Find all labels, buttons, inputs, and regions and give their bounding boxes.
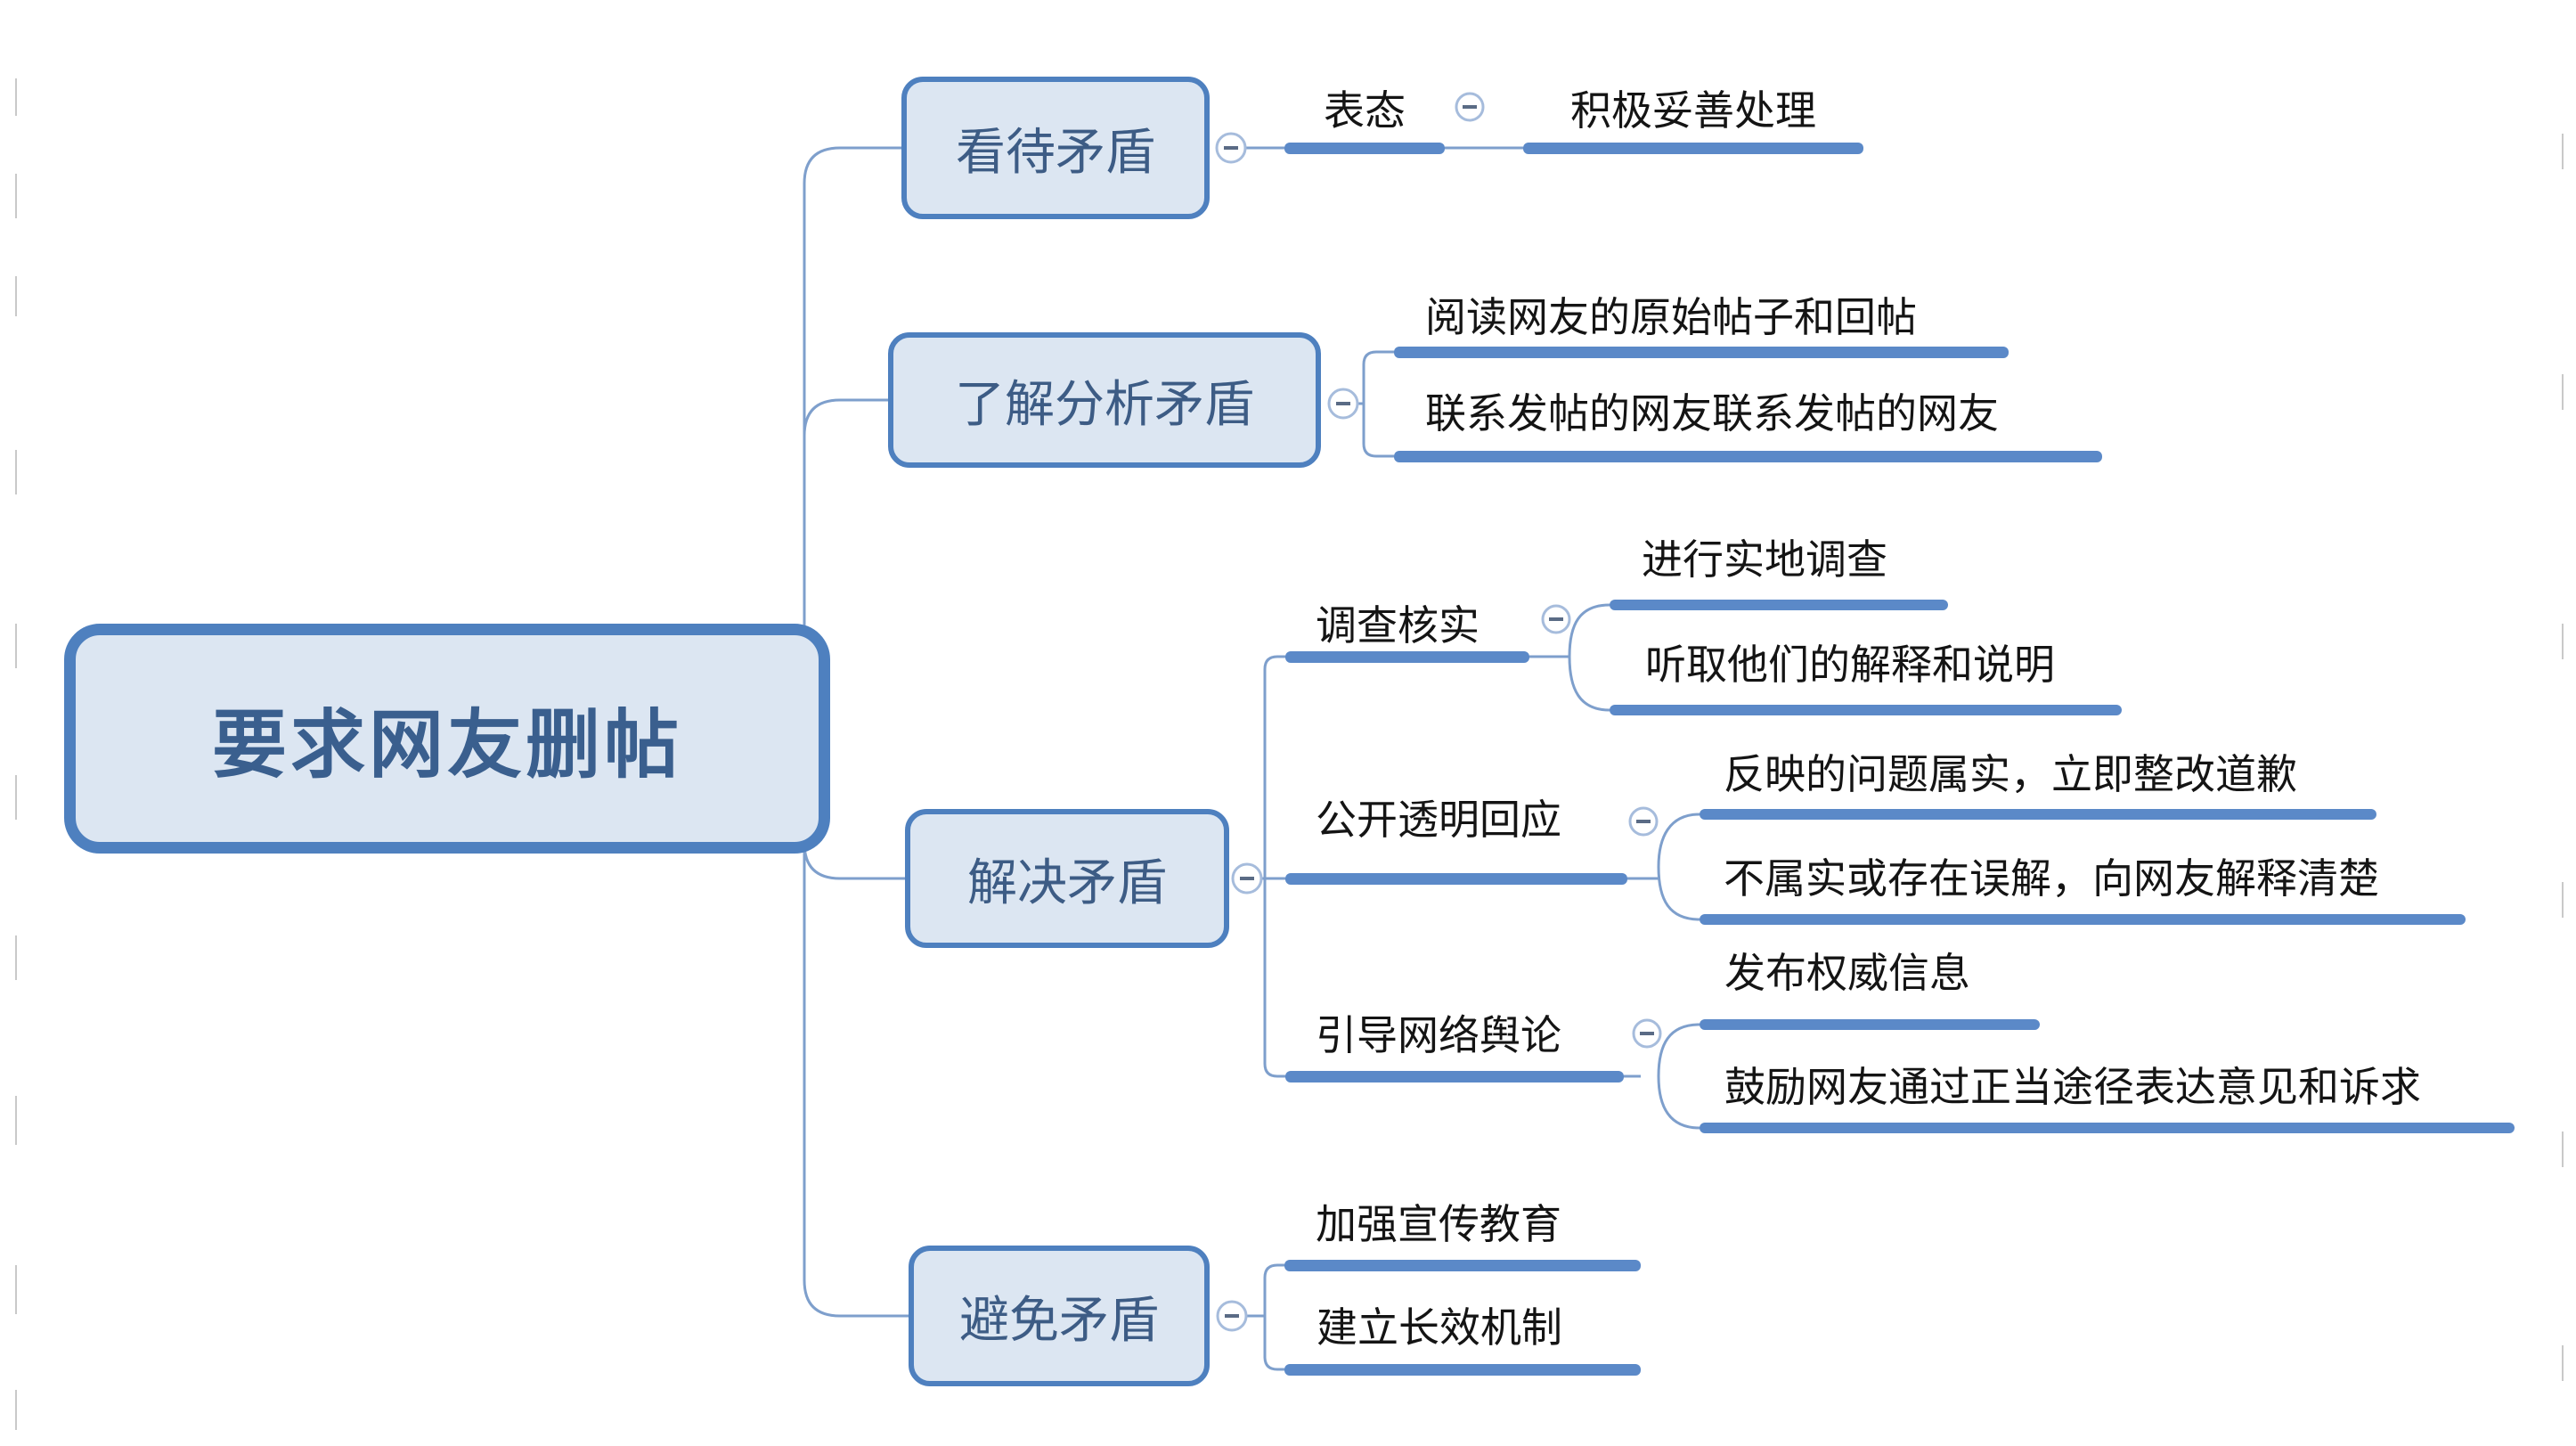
bracket-branch-4 — [1263, 1263, 1284, 1371]
topic-yuedu-tiezi[interactable]: 阅读网友的原始帖子和回帖 — [1425, 294, 1917, 340]
topic-guli-zhengdang-tujing[interactable]: 鼓励网友通过正当途径表达意见和诉求 — [1724, 1064, 2421, 1110]
collapse-toggle-jiejue[interactable] — [1231, 862, 1263, 895]
topic-lianxi-wangyou[interactable]: 联系发帖的网友联系发帖的网友 — [1425, 390, 1999, 437]
topic-diaocha-heshi[interactable]: 调查核实 — [1316, 602, 1480, 649]
underline-tingqu — [1610, 705, 2122, 715]
trunk-elbow-branch-3 — [803, 842, 905, 880]
collapse-toggles — [1215, 92, 1662, 1332]
topic-jianli-jizhi[interactable]: 建立长效机制 — [1317, 1304, 1562, 1351]
underline-jianli — [1284, 1364, 1641, 1376]
underline-jiaqiang — [1284, 1260, 1641, 1271]
underline-fabu — [1700, 1019, 2040, 1030]
topic-jiaqiang-xuanchuan[interactable]: 加强宣传教育 — [1316, 1201, 1561, 1247]
branch-node-liaojie-fenxi-maodun[interactable]: 了解分析矛盾 — [888, 332, 1321, 468]
brace-gongkai-children — [1657, 813, 1700, 921]
topic-biaotai[interactable]: 表态 — [1324, 87, 1406, 134]
branch-node-bimian-maodun[interactable]: 避免矛盾 — [909, 1246, 1210, 1386]
underline-gongkai — [1285, 873, 1627, 885]
root-node[interactable]: 要求网友删帖 — [64, 624, 830, 854]
topic-gongkai-touming-huiying[interactable]: 公开透明回应 — [1316, 797, 1561, 843]
trunk-elbow-branch-2 — [803, 398, 888, 437]
topic-fanying-shushi[interactable]: 反映的问题属实，立即整改道歉 — [1724, 751, 2297, 797]
collapse-toggle-bimian[interactable] — [1216, 1300, 1248, 1332]
underline-jiji-chuli — [1523, 143, 1863, 154]
topic-shidi-diaocha[interactable]: 进行实地调查 — [1642, 536, 1887, 583]
topic-jiji-tuoshan-chuli[interactable]: 积极妥善处理 — [1570, 87, 1816, 134]
brace-diaocha-children — [1568, 603, 1610, 712]
collapse-toggle-liaojie[interactable] — [1327, 388, 1359, 420]
collapse-toggle-gongkai[interactable] — [1628, 806, 1659, 837]
trunk-elbow-branch-4 — [803, 1279, 909, 1318]
underline-bushushi — [1700, 914, 2466, 925]
underline-guli — [1700, 1123, 2515, 1133]
branch-node-kandai-maodun[interactable]: 看待矛盾 — [901, 77, 1210, 219]
collapse-toggle-biaotai[interactable] — [1455, 92, 1485, 122]
topic-tingqu-jieshi[interactable]: 听取他们的解释和说明 — [1645, 641, 2055, 688]
brace-yindao-children — [1657, 1023, 1700, 1130]
underline-biaotai — [1284, 143, 1445, 154]
bracket-branch-2 — [1362, 350, 1394, 458]
trunk-elbow-branch-1 — [803, 146, 901, 184]
underline-yuedu — [1394, 347, 2009, 358]
underline-lianxi — [1394, 451, 2102, 462]
edge-artifacts — [15, 78, 2564, 1430]
collapse-toggle-yindao[interactable] — [1632, 1018, 1662, 1049]
topic-fabu-quanwei-xinxi[interactable]: 发布权威信息 — [1724, 950, 1970, 996]
underline-yindao — [1285, 1071, 1624, 1082]
collapse-toggle-diaocha[interactable] — [1541, 604, 1571, 634]
underline-shidi — [1610, 600, 1948, 610]
bracket-branch-3 — [1263, 655, 1285, 1078]
underline-diaocha — [1285, 651, 1529, 663]
branch-node-jiejue-maodun[interactable]: 解决矛盾 — [905, 809, 1229, 948]
topic-bushushi-jieshi[interactable]: 不属实或存在误解，向网友解释清楚 — [1724, 855, 2379, 902]
underline-fanying — [1700, 809, 2376, 820]
collapse-toggle-kandai[interactable] — [1215, 132, 1247, 164]
topic-yindao-yulun[interactable]: 引导网络舆论 — [1316, 1012, 1561, 1058]
